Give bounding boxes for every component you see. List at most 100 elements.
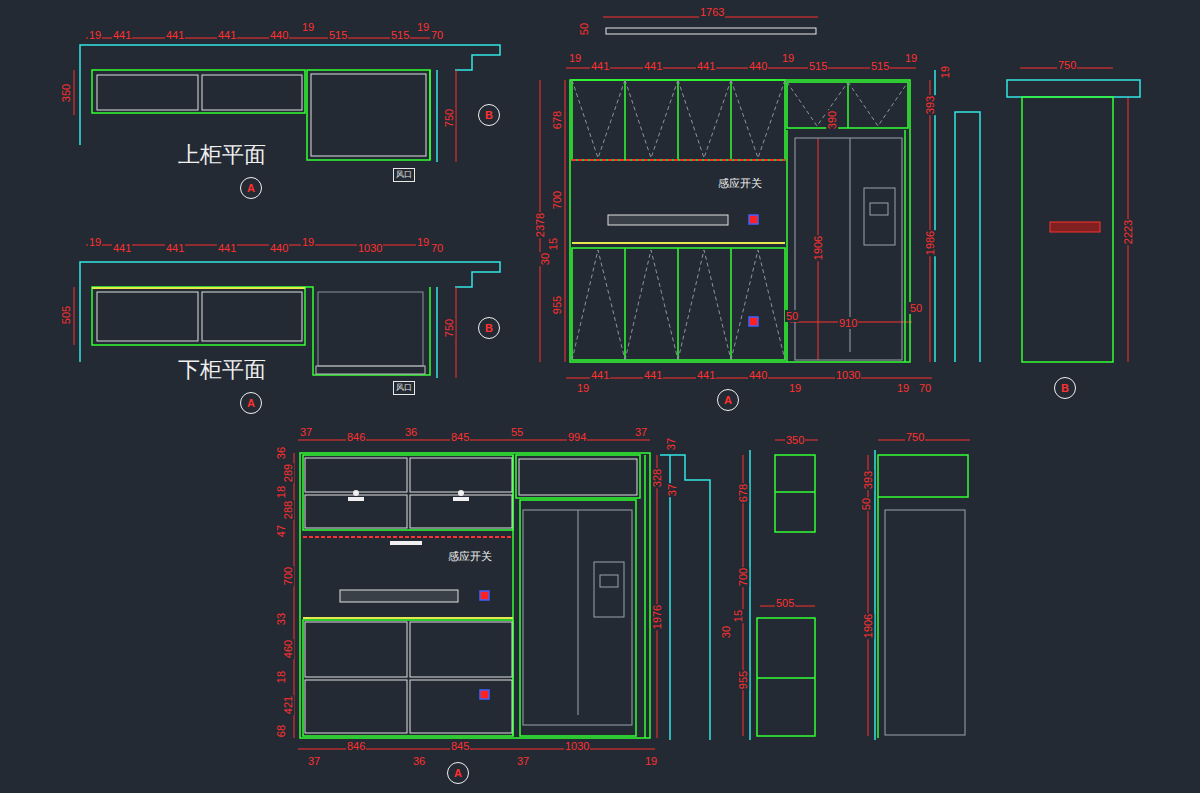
- hob: [608, 215, 728, 225]
- dimension-text: 18: [275, 485, 287, 499]
- elevation-a-part: [624, 248, 626, 360]
- side-section-1-part: [757, 677, 815, 679]
- dimension-text: 515: [390, 29, 410, 41]
- lower-plan-inner-part: [318, 292, 423, 366]
- dimension-lines-part: [456, 287, 457, 378]
- note-text: 感应开关: [717, 177, 763, 190]
- elevation-b-inner-part: [305, 680, 407, 733]
- elevation-b-part: [644, 455, 646, 738]
- dimension-text: 1906: [812, 235, 824, 261]
- dimension-text: 2378: [534, 212, 546, 238]
- elevation-a-part: [730, 248, 732, 360]
- dimension-text: 515: [808, 60, 828, 72]
- fridge-a-part: [795, 138, 902, 360]
- dimension-text: 1906: [862, 613, 874, 639]
- dimension-text: 19: [576, 382, 590, 394]
- dimension-text: 19: [788, 382, 802, 394]
- dimension-text: 30: [720, 625, 732, 639]
- elevation-b-inner-part: [305, 495, 407, 528]
- dimension-text: 440: [748, 60, 768, 72]
- elevation-b-inner-part: [410, 622, 512, 677]
- door-swing-lines-part: [625, 80, 678, 158]
- dimension-text: 15: [732, 609, 744, 623]
- dimension-text: 350: [785, 434, 805, 446]
- elevation-b-inner-part: [410, 458, 512, 492]
- dimension-text: 994: [567, 431, 587, 443]
- dimension-text: 845: [450, 740, 470, 752]
- dimension-text: 845: [450, 431, 470, 443]
- dimension-text: 678: [737, 483, 749, 503]
- dimension-text: 19: [301, 21, 315, 33]
- dimension-text: 37: [299, 426, 313, 438]
- dimension-text: 955: [551, 295, 563, 315]
- dimension-text: 846: [346, 740, 366, 752]
- elevation-b-inner-part: [305, 622, 407, 677]
- dimension-text: 19: [781, 52, 795, 64]
- elevation-b-inner: [305, 458, 637, 733]
- elevation-a-part: [572, 248, 785, 360]
- dimension-text: 68: [275, 724, 287, 738]
- elevation-b-inner-part: [305, 458, 407, 492]
- countertop: [303, 617, 513, 619]
- upper-plan-cabinets-part: [92, 70, 305, 113]
- dimension-text: 70: [430, 242, 444, 254]
- dimension-text: 441: [696, 369, 716, 381]
- dimension-lines-part: [86, 245, 442, 246]
- handles-part: [458, 490, 464, 496]
- dimension-text: 441: [165, 242, 185, 254]
- elevation-a-part: [677, 248, 679, 360]
- dimension-text: 700: [737, 567, 749, 587]
- vent-box: 风口: [393, 168, 415, 182]
- section-marker: B: [478, 104, 500, 126]
- dimension-text: 750: [443, 318, 455, 338]
- section-marker: A: [240, 392, 262, 414]
- dimension-lines-part: [930, 80, 931, 362]
- upper-plan-cabinets-part: [429, 70, 431, 160]
- side-view-b2: [660, 455, 710, 740]
- view-title: 上柜平面: [177, 142, 267, 168]
- elevation-a-part: [572, 80, 785, 160]
- dimension-text: 955: [737, 670, 749, 690]
- elevation-b-inner-part: [410, 495, 512, 528]
- elevation-b-inner-part: [410, 680, 512, 733]
- socket-symbols-part: [480, 591, 489, 600]
- dimension-text: 441: [112, 29, 132, 41]
- dimension-text: 15: [547, 237, 559, 251]
- dimension-text: 50: [860, 497, 872, 511]
- lower-plan-inner-part: [316, 366, 425, 374]
- door-swing-lines-part: [678, 250, 731, 360]
- side-section-1-part: [775, 491, 815, 493]
- side-view-b-part: [1007, 80, 1140, 97]
- dimension-text: 505: [775, 597, 795, 609]
- dimension-text: 19: [88, 236, 102, 248]
- dimension-text: 750: [905, 431, 925, 443]
- dimension-text: 37: [666, 483, 678, 497]
- elevation-b-part: [516, 455, 640, 498]
- door-swing-lines-part: [731, 80, 785, 158]
- door-swing-lines-part: [731, 250, 785, 360]
- section-letter: B: [485, 109, 493, 121]
- dimension-lines-part: [657, 455, 658, 738]
- section-letter: A: [247, 182, 255, 194]
- dimension-text: 37: [665, 437, 677, 451]
- elevation-a: [570, 80, 910, 362]
- wall-line: [874, 450, 876, 740]
- fridge-b-part: [523, 510, 632, 725]
- upper-plan-cabinets-part: [307, 70, 430, 160]
- lower-plan: [80, 262, 500, 378]
- section-letter: B: [485, 322, 493, 334]
- section-marker: A: [447, 762, 469, 784]
- elevation-a-part: [786, 130, 788, 362]
- socket-symbols-part: [749, 317, 758, 326]
- upper-plan-part: [436, 70, 438, 162]
- vent-label: 风口: [396, 170, 412, 180]
- socket-symbols-part: [749, 215, 758, 224]
- section-marker: B: [1054, 377, 1076, 399]
- dimension-text: 33: [275, 612, 287, 626]
- dimension-text: 678: [551, 110, 563, 130]
- handles-part: [390, 541, 422, 545]
- dimension-text: 441: [696, 60, 716, 72]
- dimension-lines-part: [86, 38, 442, 39]
- section-marker: A: [240, 177, 262, 199]
